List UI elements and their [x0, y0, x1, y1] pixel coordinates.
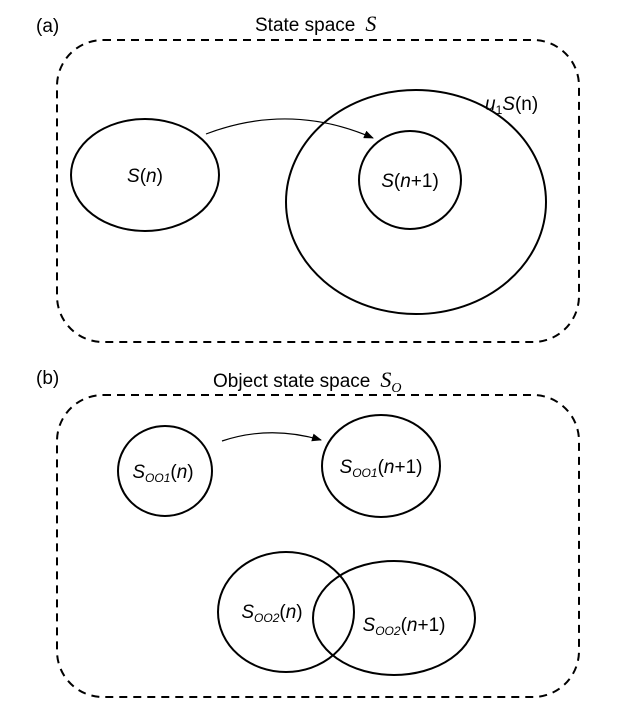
set-s-n-label: S(n) [127, 166, 163, 187]
panel-b-title-text: Object state space [213, 371, 370, 392]
panel-b-tag: (b) [36, 368, 59, 389]
transition-arrow-a [205, 118, 374, 139]
set-s-oo2-n-plus-1-ellipse [312, 560, 476, 676]
panel-a: (a) State space S S(n) u1S(n) S(n+1) [36, 11, 580, 343]
panel-b-title: Object state space SO [213, 367, 402, 396]
set-u1-s-n-ellipse [285, 89, 547, 315]
set-s-oo2-n-ellipse [217, 551, 355, 673]
set-s-oo2-n-plus-1-label: SOO2(n+1) [363, 615, 446, 638]
set-s-oo1-n-plus-1-label: SOO1(n+1) [340, 457, 423, 480]
set-s-oo1-n-plus-1-ellipse [321, 414, 441, 518]
panel-b: (b) Object state space SO SOO1(n) SOO1(n… [36, 367, 580, 698]
panel-b-title-symbol: S [380, 367, 391, 392]
state-space-boundary [56, 39, 580, 343]
transition-arrow-b [221, 432, 322, 442]
panel-a-title: State space S [255, 11, 376, 36]
set-s-oo1-n-ellipse [117, 425, 213, 517]
panel-a-title-symbol: S [365, 11, 376, 36]
panel-b-title-sub: O [391, 381, 401, 396]
set-u1-s-n-label: u1S(n) [485, 94, 538, 117]
object-state-space-boundary [56, 394, 580, 698]
set-s-oo2-n-label: SOO2(n) [241, 602, 302, 625]
set-s-n-plus-1-ellipse [358, 130, 462, 230]
set-s-n-ellipse [70, 118, 220, 232]
set-s-oo1-n-label: SOO1(n) [132, 462, 193, 485]
set-s-n-plus-1-label: S(n+1) [381, 171, 439, 192]
panel-a-title-text: State space [255, 15, 355, 36]
panel-a-tag: (a) [36, 16, 59, 37]
